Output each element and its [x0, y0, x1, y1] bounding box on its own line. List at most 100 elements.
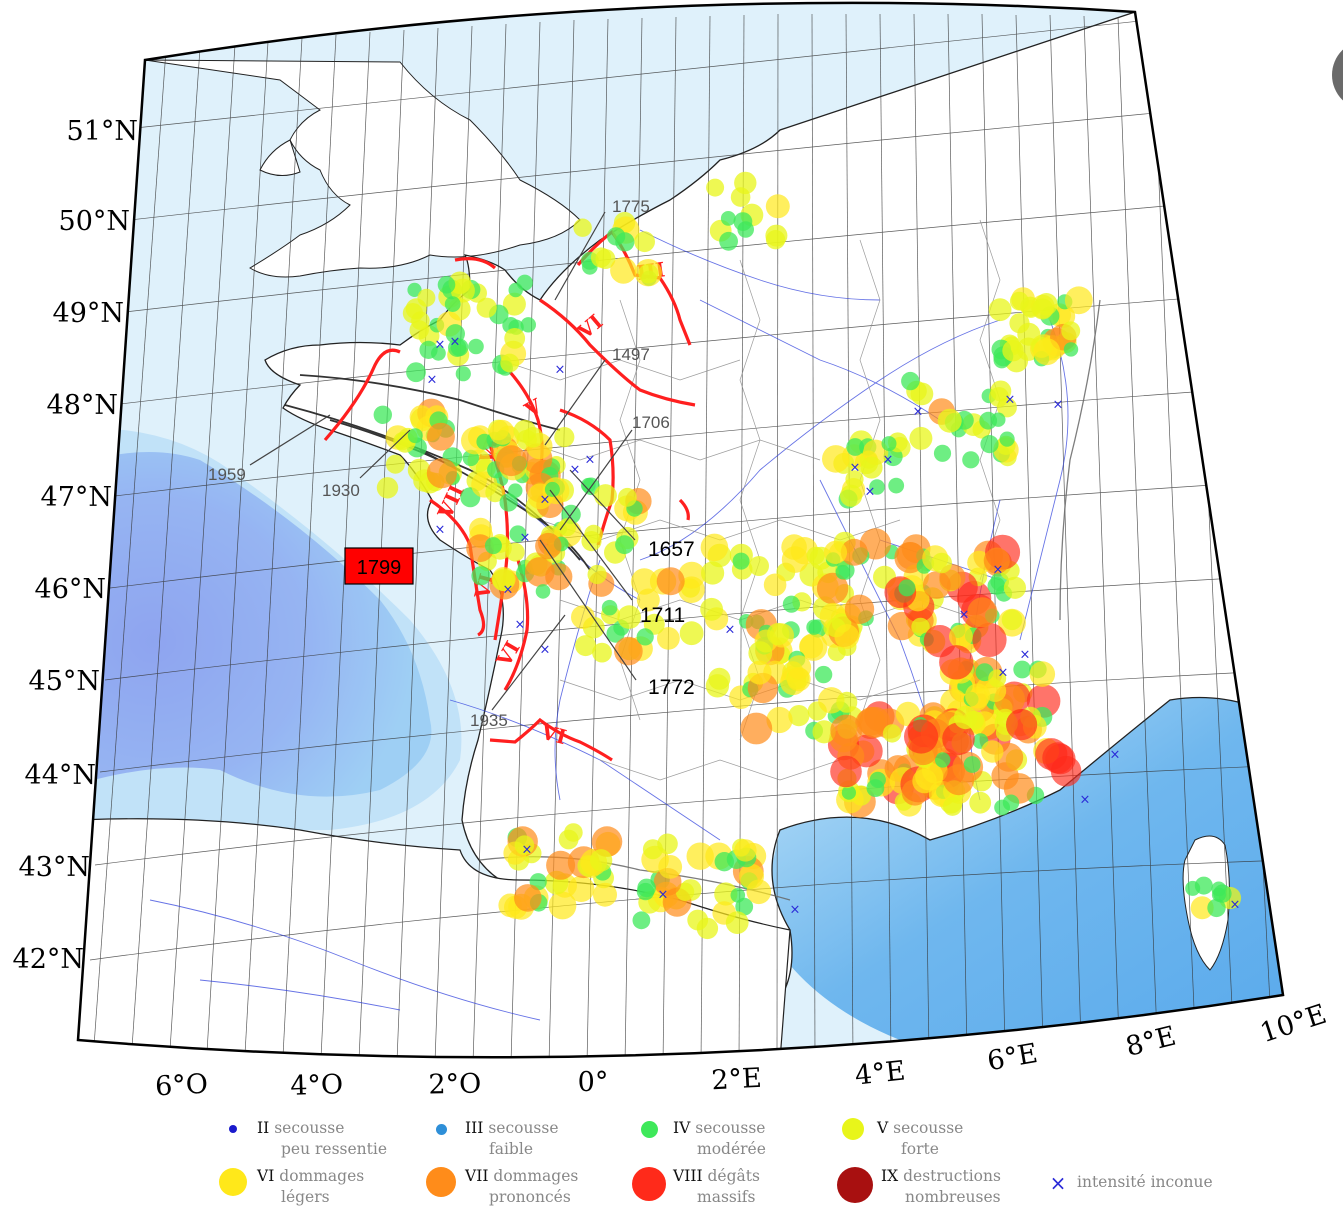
- unknown-intensity-cross-icon: ×: [427, 373, 438, 388]
- highlight-event-box: [344, 547, 414, 585]
- observation-marker: [866, 779, 885, 797]
- lat-label-49: 49°N: [53, 298, 124, 329]
- observation-marker: [484, 537, 502, 555]
- event-label-1772: 1772: [648, 676, 695, 699]
- observation-marker: [1001, 609, 1023, 631]
- observation-marker: [965, 683, 991, 709]
- legend-desc-v: secousse: [893, 1119, 964, 1137]
- observation-marker: [575, 635, 597, 657]
- observation-marker: [406, 362, 426, 383]
- unknown-intensity-cross-icon: ×: [850, 461, 861, 476]
- observation-marker: [445, 324, 465, 344]
- observation-marker: [411, 311, 430, 331]
- legend-dot-vi: [219, 1168, 247, 1196]
- legend-roman-vii: VII: [465, 1167, 489, 1185]
- lat-label-46: 46°N: [35, 574, 106, 605]
- event-callouts: 1775 1497 1706 1959 1930 1935 1657 1711 …: [208, 197, 695, 730]
- observation-marker: [1002, 340, 1024, 362]
- map-frame: [76, 1, 1285, 1059]
- legend-desc-ix: destructions: [903, 1167, 1001, 1185]
- observation-marker: [860, 456, 883, 479]
- observation-marker: [1033, 338, 1061, 366]
- lon-label-10e: 10°E: [1256, 999, 1330, 1049]
- legend-dot-ii: [229, 1125, 237, 1133]
- legend-desc2-ii: peu ressentie: [281, 1140, 388, 1158]
- observation-marker: [1006, 709, 1038, 741]
- observation-marker: [592, 642, 612, 663]
- observation-marker: [734, 171, 757, 195]
- observation-marker: [836, 691, 858, 713]
- observation-marker: [618, 487, 637, 507]
- observation-marker: [888, 477, 905, 494]
- lat-label-43: 43°N: [19, 852, 90, 883]
- observation-marker: [1064, 286, 1093, 315]
- observation-marker: [492, 568, 515, 592]
- observation-marker: [988, 298, 1012, 322]
- legend-dot-vii: [426, 1167, 456, 1197]
- observation-marker: [816, 572, 849, 605]
- observation-marker: [705, 674, 730, 698]
- observation-marker: [589, 849, 613, 872]
- observation-marker: [788, 705, 810, 727]
- observation-marker: [471, 566, 491, 586]
- observation-marker: [786, 655, 812, 680]
- observation-marker: [931, 552, 952, 574]
- observation-marker: [1009, 291, 1029, 311]
- observation-marker: [1032, 298, 1054, 320]
- observation-marker: [823, 540, 848, 565]
- observation-marker: [522, 427, 544, 448]
- lat-label-47: 47°N: [41, 482, 112, 513]
- lat-label-48: 48°N: [47, 390, 118, 421]
- unknown-intensity-cross-icon: ×: [1049, 1171, 1067, 1195]
- observation-marker: [990, 380, 1012, 402]
- event-label-1711: 1711: [640, 604, 685, 627]
- legend-desc2-viii: massifs: [697, 1188, 756, 1206]
- observation-marker: [1029, 661, 1056, 687]
- observation-marker: [525, 557, 555, 587]
- observation-marker: [1063, 342, 1079, 357]
- legend-desc-viii: dégâts: [707, 1167, 760, 1185]
- observation-marker: [767, 622, 790, 646]
- observation-marker: [869, 479, 885, 495]
- observation-marker: [719, 231, 738, 251]
- observation-marker: [508, 282, 523, 298]
- observation-marker: [700, 533, 729, 562]
- observation-marker: [983, 547, 1010, 574]
- observation-marker: [610, 257, 637, 284]
- lat-label-44: 44°N: [25, 760, 96, 791]
- unknown-intensity-cross-icon: ×: [993, 563, 1004, 578]
- observation-marker: [700, 597, 723, 621]
- lat-label-50: 50°N: [59, 206, 130, 237]
- observation-marker: [679, 621, 704, 646]
- observation-marker: [909, 426, 933, 450]
- unknown-intensity-cross-icon: ×: [998, 666, 1009, 681]
- observation-marker: [933, 444, 952, 462]
- legend-dot-viii: [632, 1167, 666, 1201]
- observation-marker: [714, 852, 734, 872]
- observation-marker: [601, 599, 618, 616]
- corner-badge: [1332, 40, 1343, 110]
- unknown-intensity-cross-icon: ×: [450, 335, 461, 350]
- unknown-intensity-cross-icon: ×: [570, 463, 581, 478]
- observation-marker: [701, 561, 725, 585]
- legend-desc-unknown: intensité inconue: [1077, 1173, 1213, 1191]
- observation-marker: [468, 338, 484, 355]
- legend-item-unknown: × intensité inconue: [1045, 1172, 1213, 1194]
- observation-marker: [426, 458, 457, 489]
- observation-marker: [943, 764, 975, 796]
- observation-marker: [632, 911, 651, 930]
- observation-marker: [841, 785, 857, 800]
- observation-marker: [500, 353, 520, 373]
- observation-marker: [763, 573, 787, 597]
- legend-roman-ii: II: [257, 1119, 270, 1137]
- unknown-intensity-cross-icon: ×: [585, 453, 596, 468]
- observation-marker: [499, 493, 518, 512]
- observation-marker: [544, 481, 560, 497]
- legend-desc-iv: secousse: [695, 1119, 766, 1137]
- unknown-intensity-cross-icon: ×: [435, 523, 446, 538]
- observation-marker: [994, 799, 1010, 816]
- observation-marker: [1042, 742, 1074, 774]
